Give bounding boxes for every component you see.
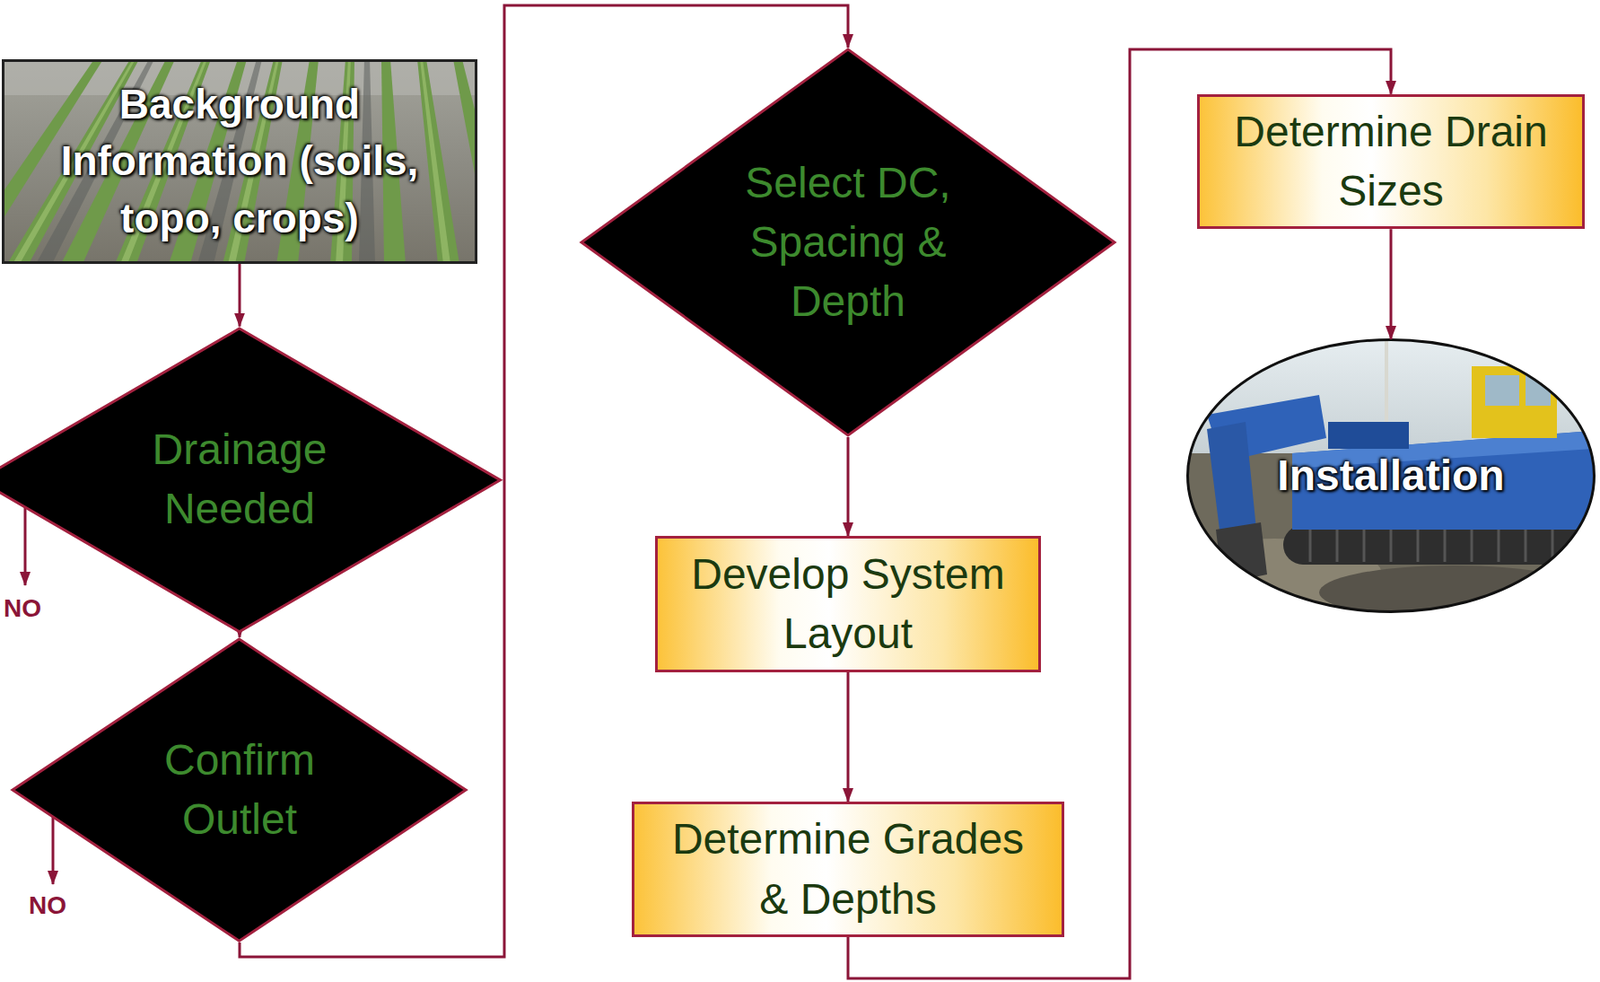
decision-diamond: Drainage Needed — [0, 326, 503, 634]
info-photo-box: Background Information (soils, topo, cro… — [1, 59, 478, 264]
node-text-group: Confirm Outlet — [122, 730, 357, 849]
flow-connector — [238, 263, 242, 327]
node-label: Installation — [1276, 445, 1504, 506]
crop-field-photo-part-part — [417, 59, 460, 264]
flow-connector — [1390, 228, 1393, 340]
node-text-group: Installation — [1276, 445, 1504, 506]
trencher-photo-part — [1525, 375, 1551, 406]
no-leader-arrows — [25, 479, 53, 884]
diamond-shape — [12, 638, 466, 941]
node-label: Background Information (soils, topo, cro… — [15, 76, 464, 247]
node-text-group: Select DC, Spacing & Depth — [731, 153, 965, 333]
trencher-photo — [1166, 339, 1595, 620]
node-label: Determine Grades & Depths — [659, 809, 1037, 928]
installation-oval: Installation — [1187, 339, 1595, 613]
trencher-photo-part-part — [1497, 527, 1501, 562]
trencher-photo-part — [1384, 340, 1389, 422]
flow-connector — [847, 672, 850, 802]
crop-field-photo — [2, 59, 477, 264]
trencher-photo-part-part — [1363, 527, 1366, 562]
node-text-group: Determine Drain Sizes — [1211, 102, 1571, 221]
node-label: Determine Drain Sizes — [1211, 102, 1571, 221]
branch-label: NO — [28, 891, 67, 920]
trencher-photo-part-part — [1524, 527, 1528, 562]
node-text-group: Determine Grades & Depths — [659, 809, 1037, 928]
trencher-photo-part — [1471, 366, 1557, 438]
node-label: Confirm Outlet — [122, 730, 357, 849]
photo-frame — [1187, 339, 1595, 613]
node-label: Select DC, Spacing & Depth — [731, 153, 965, 333]
trencher-photo-part-part — [1551, 527, 1555, 562]
flow-connector — [238, 632, 242, 638]
trencher-photo-part — [1328, 421, 1409, 449]
decision-diamond: Select DC, Spacing & Depth — [579, 47, 1117, 438]
trencher-photo-part — [1206, 421, 1257, 537]
trencher-photo-part — [1485, 375, 1520, 406]
process-box: Develop System Layout — [655, 535, 1041, 673]
crop-field-photo-part-part — [453, 59, 477, 264]
trencher-photo-part-part — [1309, 527, 1312, 562]
node-label: Drainage Needed — [104, 419, 375, 539]
trencher-photo-part — [1283, 524, 1593, 565]
node-label: Develop System Layout — [668, 544, 1028, 664]
diamond-outline — [0, 326, 503, 634]
flow-connector — [847, 437, 850, 536]
trencher-photo-part — [1310, 527, 1553, 562]
node-text-group: Develop System Layout — [668, 544, 1028, 664]
crop-field-photo-part — [2, 59, 477, 264]
trencher-photo-part-part — [1443, 527, 1447, 562]
process-box: Determine Drain Sizes — [1197, 94, 1585, 229]
branch-label: NO — [3, 594, 42, 623]
process-box: Determine Grades & Depths — [631, 801, 1065, 937]
diamond-shape — [0, 328, 501, 632]
trencher-photo-part-part — [1390, 527, 1393, 562]
node-text-group: Drainage Needed — [104, 419, 375, 539]
decision-diamond: Confirm Outlet — [10, 637, 468, 943]
trencher-photo-part-part — [1416, 527, 1420, 562]
crop-field-photo-part-part — [419, 59, 451, 264]
diamond-outline — [10, 637, 468, 943]
diamond-shape — [581, 49, 1115, 436]
trencher-photo-part-part — [1470, 527, 1474, 562]
trencher-photo-part-part — [1336, 527, 1339, 562]
node-text-group: Background Information (soils, topo, cro… — [15, 76, 464, 247]
